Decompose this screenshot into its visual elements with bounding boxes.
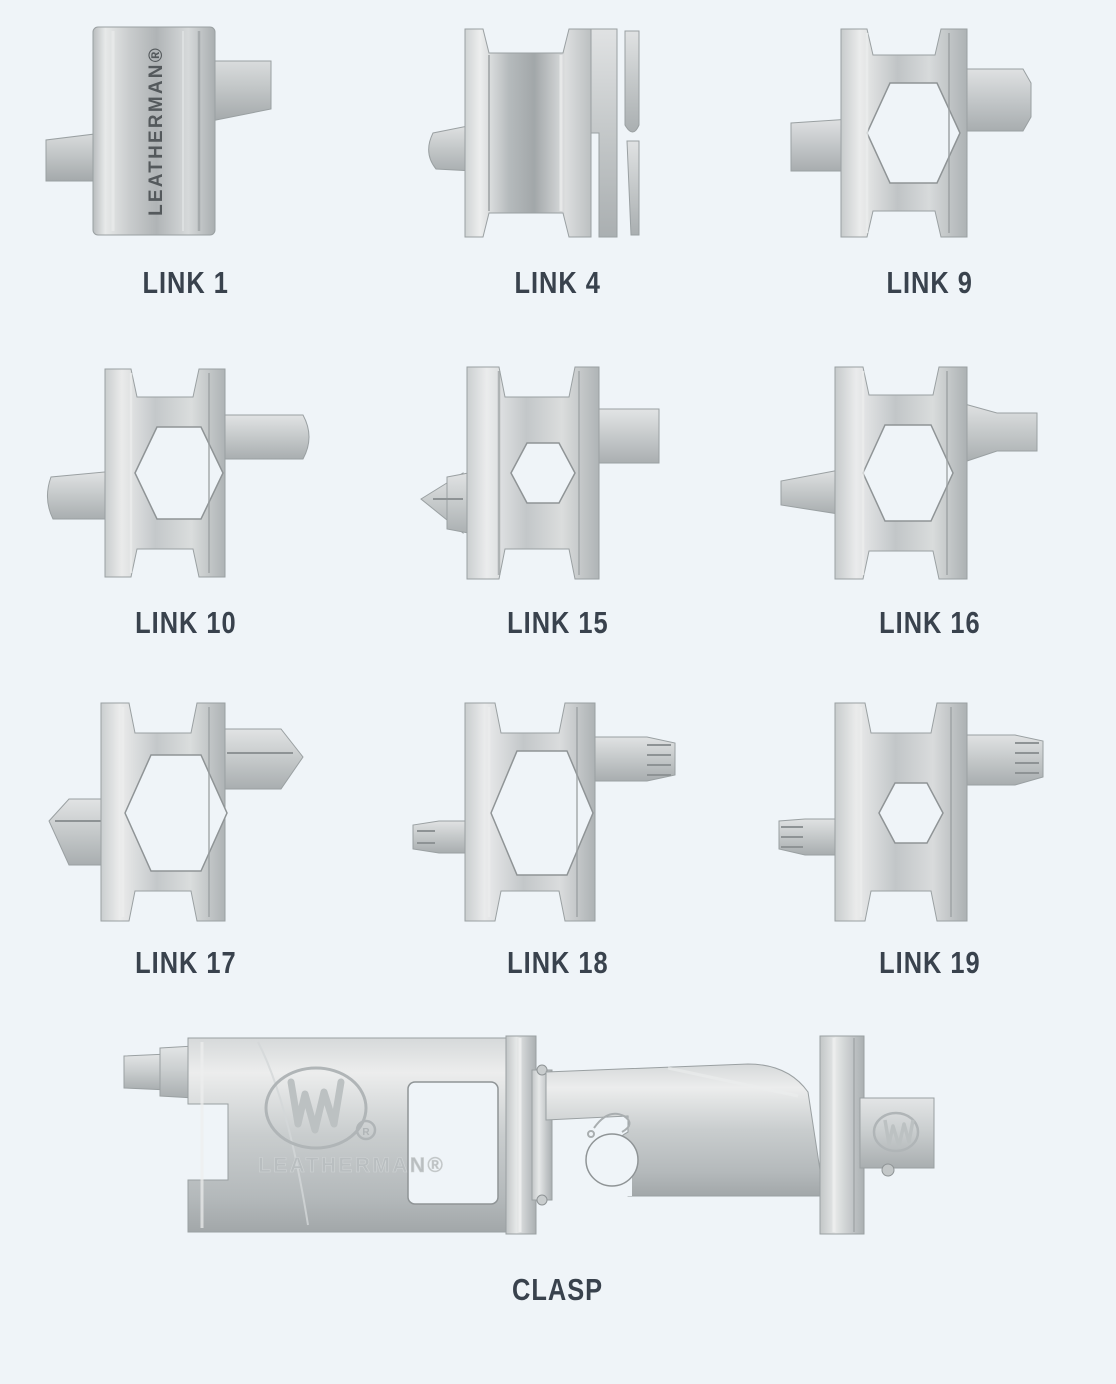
link-1-art: LEATHERMAN® bbox=[0, 0, 372, 265]
link-18-art bbox=[372, 680, 744, 945]
link-label: LINK 15 bbox=[507, 605, 609, 640]
link-15-art bbox=[372, 340, 744, 605]
clasp-art: R LEATHERMAN® bbox=[108, 1020, 1008, 1250]
link-cell: LINK 19 bbox=[744, 680, 1116, 1020]
link-cell: LINK 10 bbox=[0, 340, 372, 680]
link-cell: LEATHERMAN® LINK 1 bbox=[0, 0, 372, 340]
link-cell: LINK 18 bbox=[372, 680, 744, 1020]
link-17-art bbox=[0, 680, 372, 945]
link-cell: LINK 16 bbox=[744, 340, 1116, 680]
link-grid: LEATHERMAN® LINK 1 bbox=[0, 0, 1116, 1020]
leatherman-oval-logo: R bbox=[264, 1066, 377, 1150]
link-10-art bbox=[0, 340, 372, 605]
clasp-engraving: LEATHERMAN® bbox=[258, 1154, 445, 1177]
link-label: LINK 9 bbox=[886, 265, 974, 300]
leatherman-small-oval-logo bbox=[872, 1111, 920, 1153]
svg-text:R: R bbox=[362, 1127, 370, 1138]
link-9-art bbox=[744, 0, 1116, 265]
link-cell: LINK 17 bbox=[0, 680, 372, 1020]
clasp-label: CLASP bbox=[512, 1272, 604, 1307]
link-label: LINK 18 bbox=[507, 945, 609, 980]
link-cell: LINK 15 bbox=[372, 340, 744, 680]
clasp-row: R LEATHERMAN® bbox=[0, 1020, 1116, 1308]
link-label: LINK 10 bbox=[135, 605, 237, 640]
link-label: LINK 16 bbox=[879, 605, 981, 640]
link-label: LINK 19 bbox=[879, 945, 981, 980]
link-label: LINK 17 bbox=[135, 945, 237, 980]
link-19-art bbox=[744, 680, 1116, 945]
link-1-engraving: LEATHERMAN® bbox=[146, 46, 167, 216]
link-cell: LINK 9 bbox=[744, 0, 1116, 340]
link-cell: LINK 4 bbox=[372, 0, 744, 340]
link-label: LINK 4 bbox=[514, 265, 602, 300]
link-label: LINK 1 bbox=[142, 265, 230, 300]
link-16-art bbox=[744, 340, 1116, 605]
link-4-art bbox=[372, 0, 744, 265]
